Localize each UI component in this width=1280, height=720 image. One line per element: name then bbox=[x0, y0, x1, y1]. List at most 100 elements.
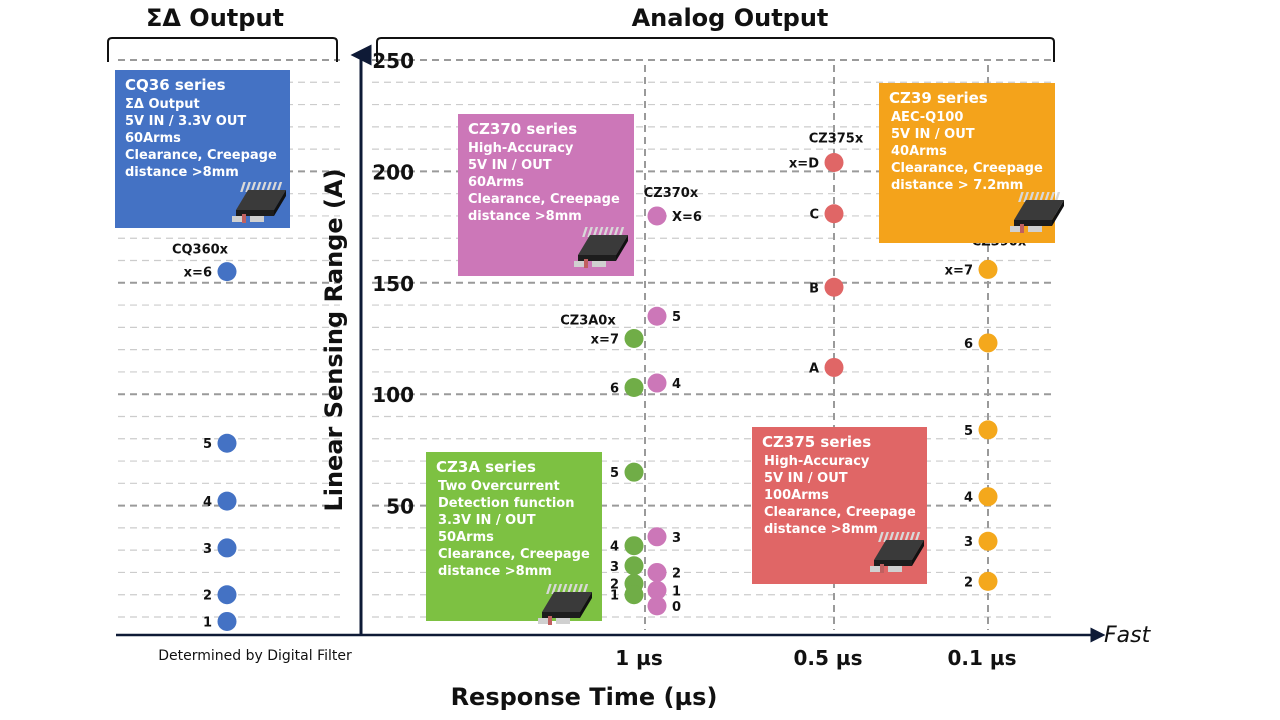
info-box-line: distance >8mm bbox=[438, 564, 552, 579]
info-box-line: 5V IN / OUT bbox=[468, 158, 552, 173]
bracket-main bbox=[376, 37, 1055, 62]
info-box-line: Two Overcurrent bbox=[438, 479, 560, 494]
data-point-label: A bbox=[809, 361, 819, 376]
info-box-line: distance >8mm bbox=[764, 522, 878, 537]
data-point-label: 6 bbox=[610, 382, 619, 397]
data-point-label: x=7 bbox=[591, 333, 619, 348]
info-box-line: Clearance, Creepage bbox=[438, 547, 590, 562]
y-tick-label: 100 bbox=[372, 383, 414, 407]
bracket-left bbox=[107, 37, 338, 62]
data-point bbox=[647, 562, 667, 582]
info-box-line: High-Accuracy bbox=[764, 454, 870, 469]
data-point-label: 4 bbox=[610, 540, 619, 555]
info-box-line: 3.3V IN / OUT bbox=[438, 513, 536, 528]
data-point bbox=[978, 487, 998, 507]
info-box-line: Clearance, Creepage bbox=[125, 148, 277, 163]
info-box-line: AEC-Q100 bbox=[891, 110, 964, 125]
data-point-label: B bbox=[809, 281, 819, 296]
data-point bbox=[647, 206, 667, 226]
data-point bbox=[647, 373, 667, 393]
data-point-label: 3 bbox=[964, 535, 973, 550]
info-box-line: distance >8mm bbox=[125, 165, 239, 180]
data-point bbox=[978, 333, 998, 353]
data-point bbox=[217, 433, 237, 453]
data-point-label: 0 bbox=[672, 600, 681, 615]
left-panel-title: ΣΔ Output bbox=[146, 4, 284, 32]
info-box-title: CZ3A series bbox=[436, 458, 536, 476]
data-point bbox=[624, 462, 644, 482]
data-point bbox=[624, 585, 644, 605]
info-box-line: 5V IN / OUT bbox=[764, 471, 848, 486]
data-point bbox=[624, 536, 644, 556]
data-point-label: 6 bbox=[964, 337, 973, 352]
data-point bbox=[978, 531, 998, 551]
info-box-line: distance >8mm bbox=[468, 209, 582, 224]
data-point bbox=[217, 491, 237, 511]
data-point bbox=[978, 420, 998, 440]
data-point-label: 5 bbox=[672, 310, 681, 325]
marks-layer bbox=[217, 152, 998, 631]
data-point-label: X=6 bbox=[672, 210, 702, 225]
data-point bbox=[647, 596, 667, 616]
info-box-line: 5V IN / 3.3V OUT bbox=[125, 114, 247, 129]
data-point bbox=[824, 152, 844, 172]
data-point bbox=[647, 527, 667, 547]
series-name-label: CQ360x bbox=[172, 243, 229, 258]
data-point bbox=[624, 556, 644, 576]
info-box-line: 50Arms bbox=[438, 530, 494, 545]
ic-chip-icon bbox=[1010, 192, 1064, 233]
series-name-label: CZ375x bbox=[809, 131, 864, 146]
data-point-label: 3 bbox=[203, 542, 212, 557]
y-tick-label: 50 bbox=[386, 495, 414, 519]
data-point-label: 2 bbox=[964, 575, 973, 590]
data-point-label: C bbox=[809, 208, 819, 223]
data-point bbox=[624, 378, 644, 398]
series-name-label: CZ370x bbox=[644, 186, 699, 201]
ic-chip-icon bbox=[574, 227, 628, 268]
info-box-line: High-Accuracy bbox=[468, 141, 574, 156]
data-point bbox=[217, 538, 237, 558]
info-box-line: ΣΔ Output bbox=[125, 97, 200, 112]
ic-chip-icon bbox=[232, 182, 286, 223]
data-point-label: 5 bbox=[203, 437, 212, 452]
data-point bbox=[824, 277, 844, 297]
ic-chip-icon bbox=[870, 532, 924, 573]
data-point-label: 3 bbox=[610, 560, 619, 575]
data-point bbox=[824, 357, 844, 377]
y-axis-title: Linear Sensing Range (A) bbox=[320, 168, 348, 511]
x-axis-title: Response Time (µs) bbox=[451, 683, 718, 711]
data-point-label: 2 bbox=[610, 578, 619, 593]
data-point bbox=[217, 611, 237, 631]
x-tick-label: 0.5 µs bbox=[793, 646, 862, 670]
ic-chip-icon bbox=[538, 584, 592, 625]
info-box-line: Clearance, Creepage bbox=[891, 161, 1043, 176]
data-point bbox=[647, 580, 667, 600]
data-point-label: 2 bbox=[203, 589, 212, 604]
data-point-label: 5 bbox=[610, 466, 619, 481]
data-point bbox=[647, 306, 667, 326]
data-point-label: x=D bbox=[789, 156, 819, 171]
fast-label: Fast bbox=[1104, 623, 1152, 648]
data-point-label: 4 bbox=[672, 377, 681, 392]
info-box-line: Clearance, Creepage bbox=[468, 192, 620, 207]
data-point-label: 4 bbox=[964, 491, 973, 506]
main-panel-title: Analog Output bbox=[632, 4, 829, 32]
info-box-title: CZ39 series bbox=[889, 89, 988, 107]
info-box-title: CQ36 series bbox=[125, 76, 226, 94]
info-box-line: 100Arms bbox=[764, 488, 829, 503]
data-point-label: 1 bbox=[610, 589, 619, 604]
x-tick-label: 0.1 µs bbox=[947, 646, 1016, 670]
data-point-label: 1 bbox=[203, 615, 212, 630]
data-point-label: 3 bbox=[672, 531, 681, 546]
x-tick-label: 1 µs bbox=[615, 646, 663, 670]
y-tick-label: 250 bbox=[372, 49, 414, 73]
data-point bbox=[978, 259, 998, 279]
digital-filter-note: Determined by Digital Filter bbox=[158, 648, 352, 664]
info-box-title: CZ370 series bbox=[468, 120, 578, 138]
